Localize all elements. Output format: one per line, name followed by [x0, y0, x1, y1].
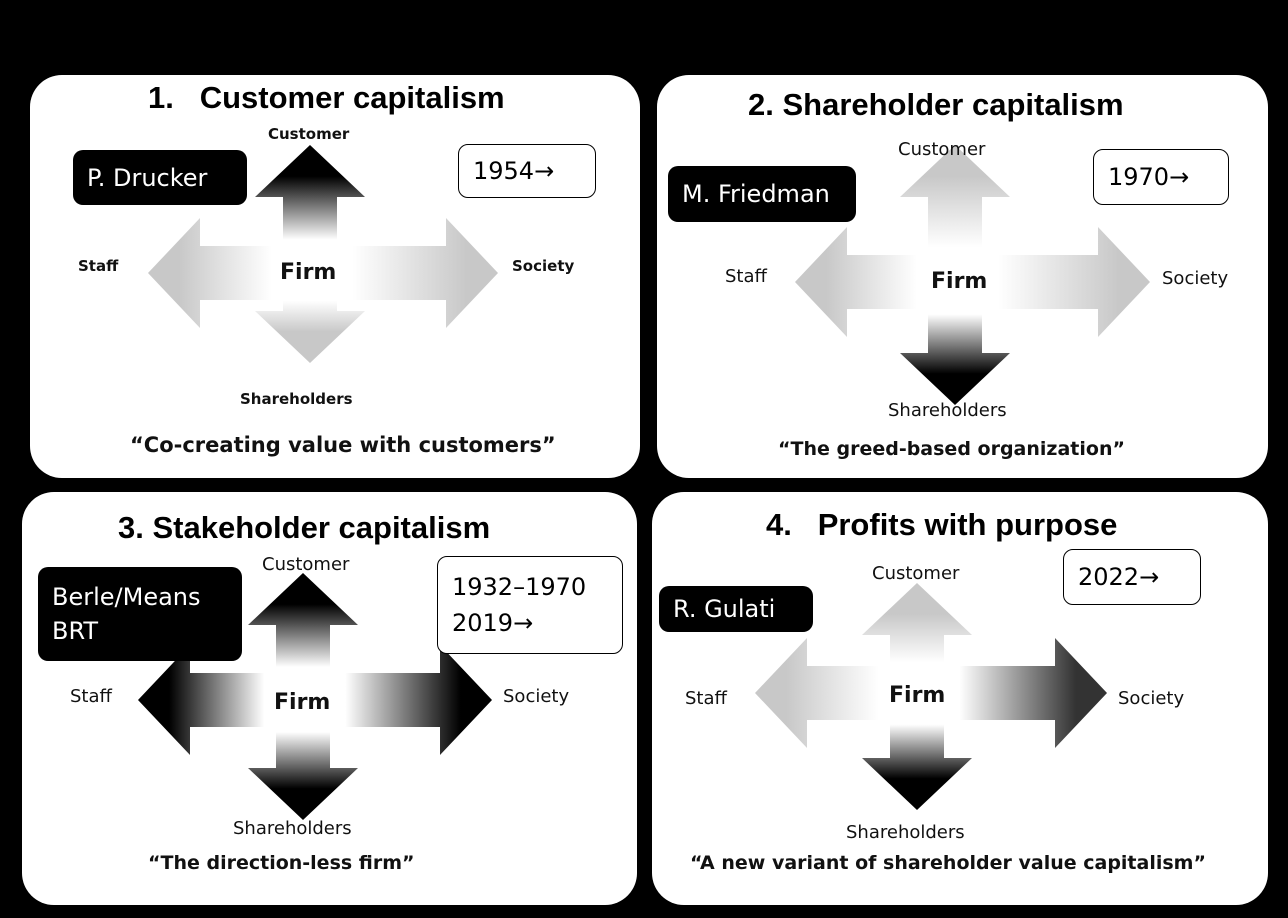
label-society: Society [503, 686, 570, 707]
arrow-up [900, 145, 1010, 260]
person-box: M. Friedman [668, 166, 856, 222]
arrow-up [248, 573, 358, 678]
panel-2-quote: “The greed-based organization” [778, 438, 1125, 460]
period-box: 1954→ [458, 144, 596, 198]
label-staff: Staff [78, 257, 119, 275]
panel-3-quote: “The direction-less firm” [148, 852, 415, 874]
label-staff: Staff [685, 688, 727, 709]
person-box: R. Gulati [659, 586, 813, 632]
arrow-down [248, 722, 358, 820]
period-box: 1970→ [1093, 149, 1229, 205]
label-customer: Customer [898, 139, 986, 160]
panel-2-title: 2. Shareholder capitalism [748, 87, 1124, 122]
panel-4-title: 4. Profits with purpose [766, 507, 1118, 542]
person-box: Berle/Means BRT [38, 567, 242, 661]
label-firm: Firm [889, 683, 946, 708]
arrow-right [325, 645, 492, 755]
label-firm: Firm [931, 269, 988, 294]
label-shareholders: Shareholders [846, 822, 965, 843]
arrow-up [862, 583, 972, 671]
label-firm: Firm [280, 260, 337, 285]
arrow-down [862, 715, 972, 810]
arrow-down [900, 304, 1010, 405]
label-society: Society [512, 257, 575, 275]
panel-shareholder-capitalism [657, 75, 1268, 478]
label-society: Society [1162, 268, 1229, 289]
period-line: 2019→ [452, 609, 534, 637]
label-shareholders: Shareholders [888, 400, 1007, 421]
arrow-right [939, 638, 1107, 748]
arrow-right [332, 218, 498, 328]
person-line: Berle/Means [52, 583, 201, 611]
label-shareholders: Shareholders [240, 390, 353, 408]
label-staff: Staff [725, 266, 767, 287]
arrow-right [977, 227, 1150, 337]
arrow-left [138, 645, 281, 755]
person-box: P. Drucker [73, 150, 247, 205]
panel-1-title: 1. Customer capitalism [148, 80, 505, 115]
label-shareholders: Shareholders [233, 818, 352, 839]
person-line: BRT [52, 617, 99, 645]
label-firm: Firm [274, 690, 331, 715]
label-society: Society [1118, 688, 1185, 709]
label-staff: Staff [70, 686, 112, 707]
period-box: 2022→ [1063, 549, 1201, 605]
panel-4-quote: “A new variant of shareholder value capi… [690, 852, 1206, 874]
arrow-left [148, 218, 288, 328]
panel-3-title: 3. Stakeholder capitalism [118, 510, 491, 545]
panel-1-quote: “Co-creating value with customers” [130, 433, 556, 457]
period-line: 1932–1970 [452, 573, 587, 601]
arrow-up [255, 145, 365, 251]
arrow-left [795, 227, 933, 337]
label-customer: Customer [268, 125, 350, 143]
arrow-down [255, 295, 365, 363]
arrow-left [755, 638, 895, 748]
label-customer: Customer [262, 554, 350, 575]
label-customer: Customer [872, 563, 960, 584]
period-box: 1932–1970 2019→ [437, 556, 623, 654]
